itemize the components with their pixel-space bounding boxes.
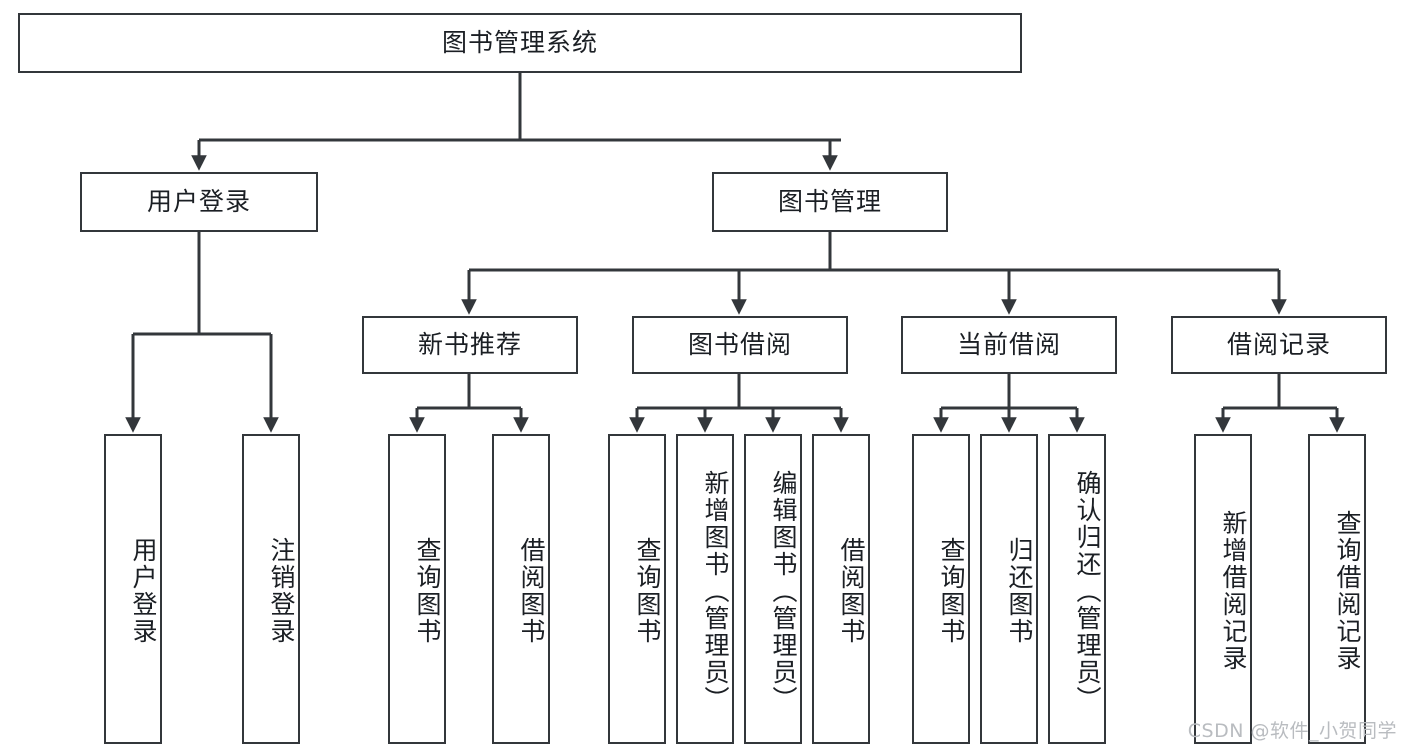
leaf-borrow-borrow-book[interactable]: 借阅图书: [812, 434, 870, 744]
leaf-current-return-book[interactable]: 归还图书: [980, 434, 1038, 744]
node-label: 编辑图书（管理员）: [769, 469, 798, 713]
node-label: 图书管理: [777, 187, 882, 217]
leaf-logout[interactable]: 注销登录: [242, 434, 300, 744]
node-label: 新书推荐: [417, 330, 522, 360]
node-label: 查询图书: [937, 537, 966, 645]
node-label: 查询图书: [413, 537, 442, 645]
node-label: 注销登录: [267, 537, 296, 645]
watermark-text: CSDN @软件_小贺同学: [1187, 720, 1397, 742]
node-label: 图书借阅: [687, 330, 792, 360]
node-label: 查询借阅记录: [1333, 510, 1362, 672]
leaf-newbook-query-book[interactable]: 查询图书: [388, 434, 446, 744]
node-root-book-management-system[interactable]: 图书管理系统: [18, 13, 1022, 73]
node-label: 确认归还（管理员）: [1073, 469, 1102, 713]
leaf-borrow-query-book[interactable]: 查询图书: [608, 434, 666, 744]
leaf-current-confirm-return-admin[interactable]: 确认归还（管理员）: [1048, 434, 1106, 744]
node-label: 归还图书: [1005, 537, 1034, 645]
node-book-borrow[interactable]: 图书借阅: [632, 316, 848, 374]
node-borrow-record[interactable]: 借阅记录: [1171, 316, 1387, 374]
leaf-user-login[interactable]: 用户登录: [104, 434, 162, 744]
leaf-record-query-borrow-record[interactable]: 查询借阅记录: [1308, 434, 1366, 744]
leaf-borrow-edit-book-admin[interactable]: 编辑图书（管理员）: [744, 434, 802, 744]
node-label: 图书管理系统: [441, 28, 598, 58]
node-label: 当前借阅: [956, 330, 1061, 360]
node-label: 借阅图书: [517, 537, 546, 645]
node-label: 新增借阅记录: [1219, 510, 1248, 672]
node-current-borrow[interactable]: 当前借阅: [901, 316, 1117, 374]
leaf-newbook-borrow-book[interactable]: 借阅图书: [492, 434, 550, 744]
leaf-borrow-add-book-admin[interactable]: 新增图书（管理员）: [676, 434, 734, 744]
node-new-book-recommend[interactable]: 新书推荐: [362, 316, 578, 374]
leaf-current-query-book[interactable]: 查询图书: [912, 434, 970, 744]
node-label: 新增图书（管理员）: [701, 469, 730, 713]
leaf-record-add-borrow-record[interactable]: 新增借阅记录: [1194, 434, 1252, 744]
node-label: 借阅记录: [1226, 330, 1331, 360]
node-label: 用户登录: [129, 537, 158, 645]
node-label: 借阅图书: [837, 537, 866, 645]
node-label: 用户登录: [146, 187, 251, 217]
node-user-login[interactable]: 用户登录: [80, 172, 318, 232]
node-book-management[interactable]: 图书管理: [712, 172, 948, 232]
node-label: 查询图书: [633, 537, 662, 645]
